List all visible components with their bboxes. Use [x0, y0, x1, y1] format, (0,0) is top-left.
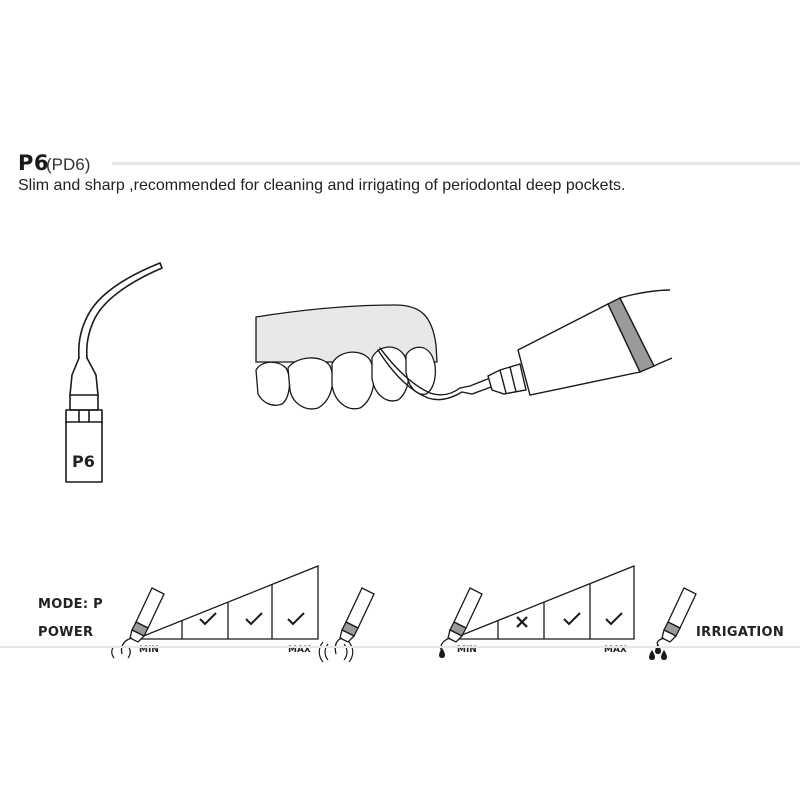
title-divider [112, 162, 800, 165]
power-title: POWER [38, 625, 94, 640]
product-description: Slim and sharp ,recommended for cleaning… [18, 177, 626, 194]
handpiece-multi-drop-icon [649, 587, 697, 660]
power-max-label: MAX [288, 645, 311, 655]
irrigation-title: IRRIGATION [696, 625, 785, 640]
mode-label: MODE: P [38, 597, 104, 612]
check-mark-icon [605, 612, 623, 626]
irrigation-min-label: MIN [457, 645, 477, 655]
handpiece-high-vibration-icon [318, 587, 375, 663]
handpiece-low-vibration-icon [111, 587, 165, 659]
check-mark-icon [199, 612, 217, 626]
tooth [371, 346, 410, 402]
check-mark-icon [563, 612, 581, 626]
product-code: P6 [18, 151, 50, 175]
power-min-label: MIN [139, 645, 159, 655]
handpiece-single-drop-icon [439, 587, 483, 658]
check-mark-icon [245, 612, 263, 626]
bottom-divider [0, 646, 800, 648]
tooth [287, 357, 334, 410]
cross-mark-icon [516, 616, 528, 628]
product-alt-code: (PD6) [46, 155, 91, 174]
irrigation-max-label: MAX [604, 645, 627, 655]
check-mark-icon [287, 612, 305, 626]
tooth [255, 361, 291, 406]
tooth [331, 351, 375, 410]
tip-body-label: P6 [72, 452, 95, 471]
